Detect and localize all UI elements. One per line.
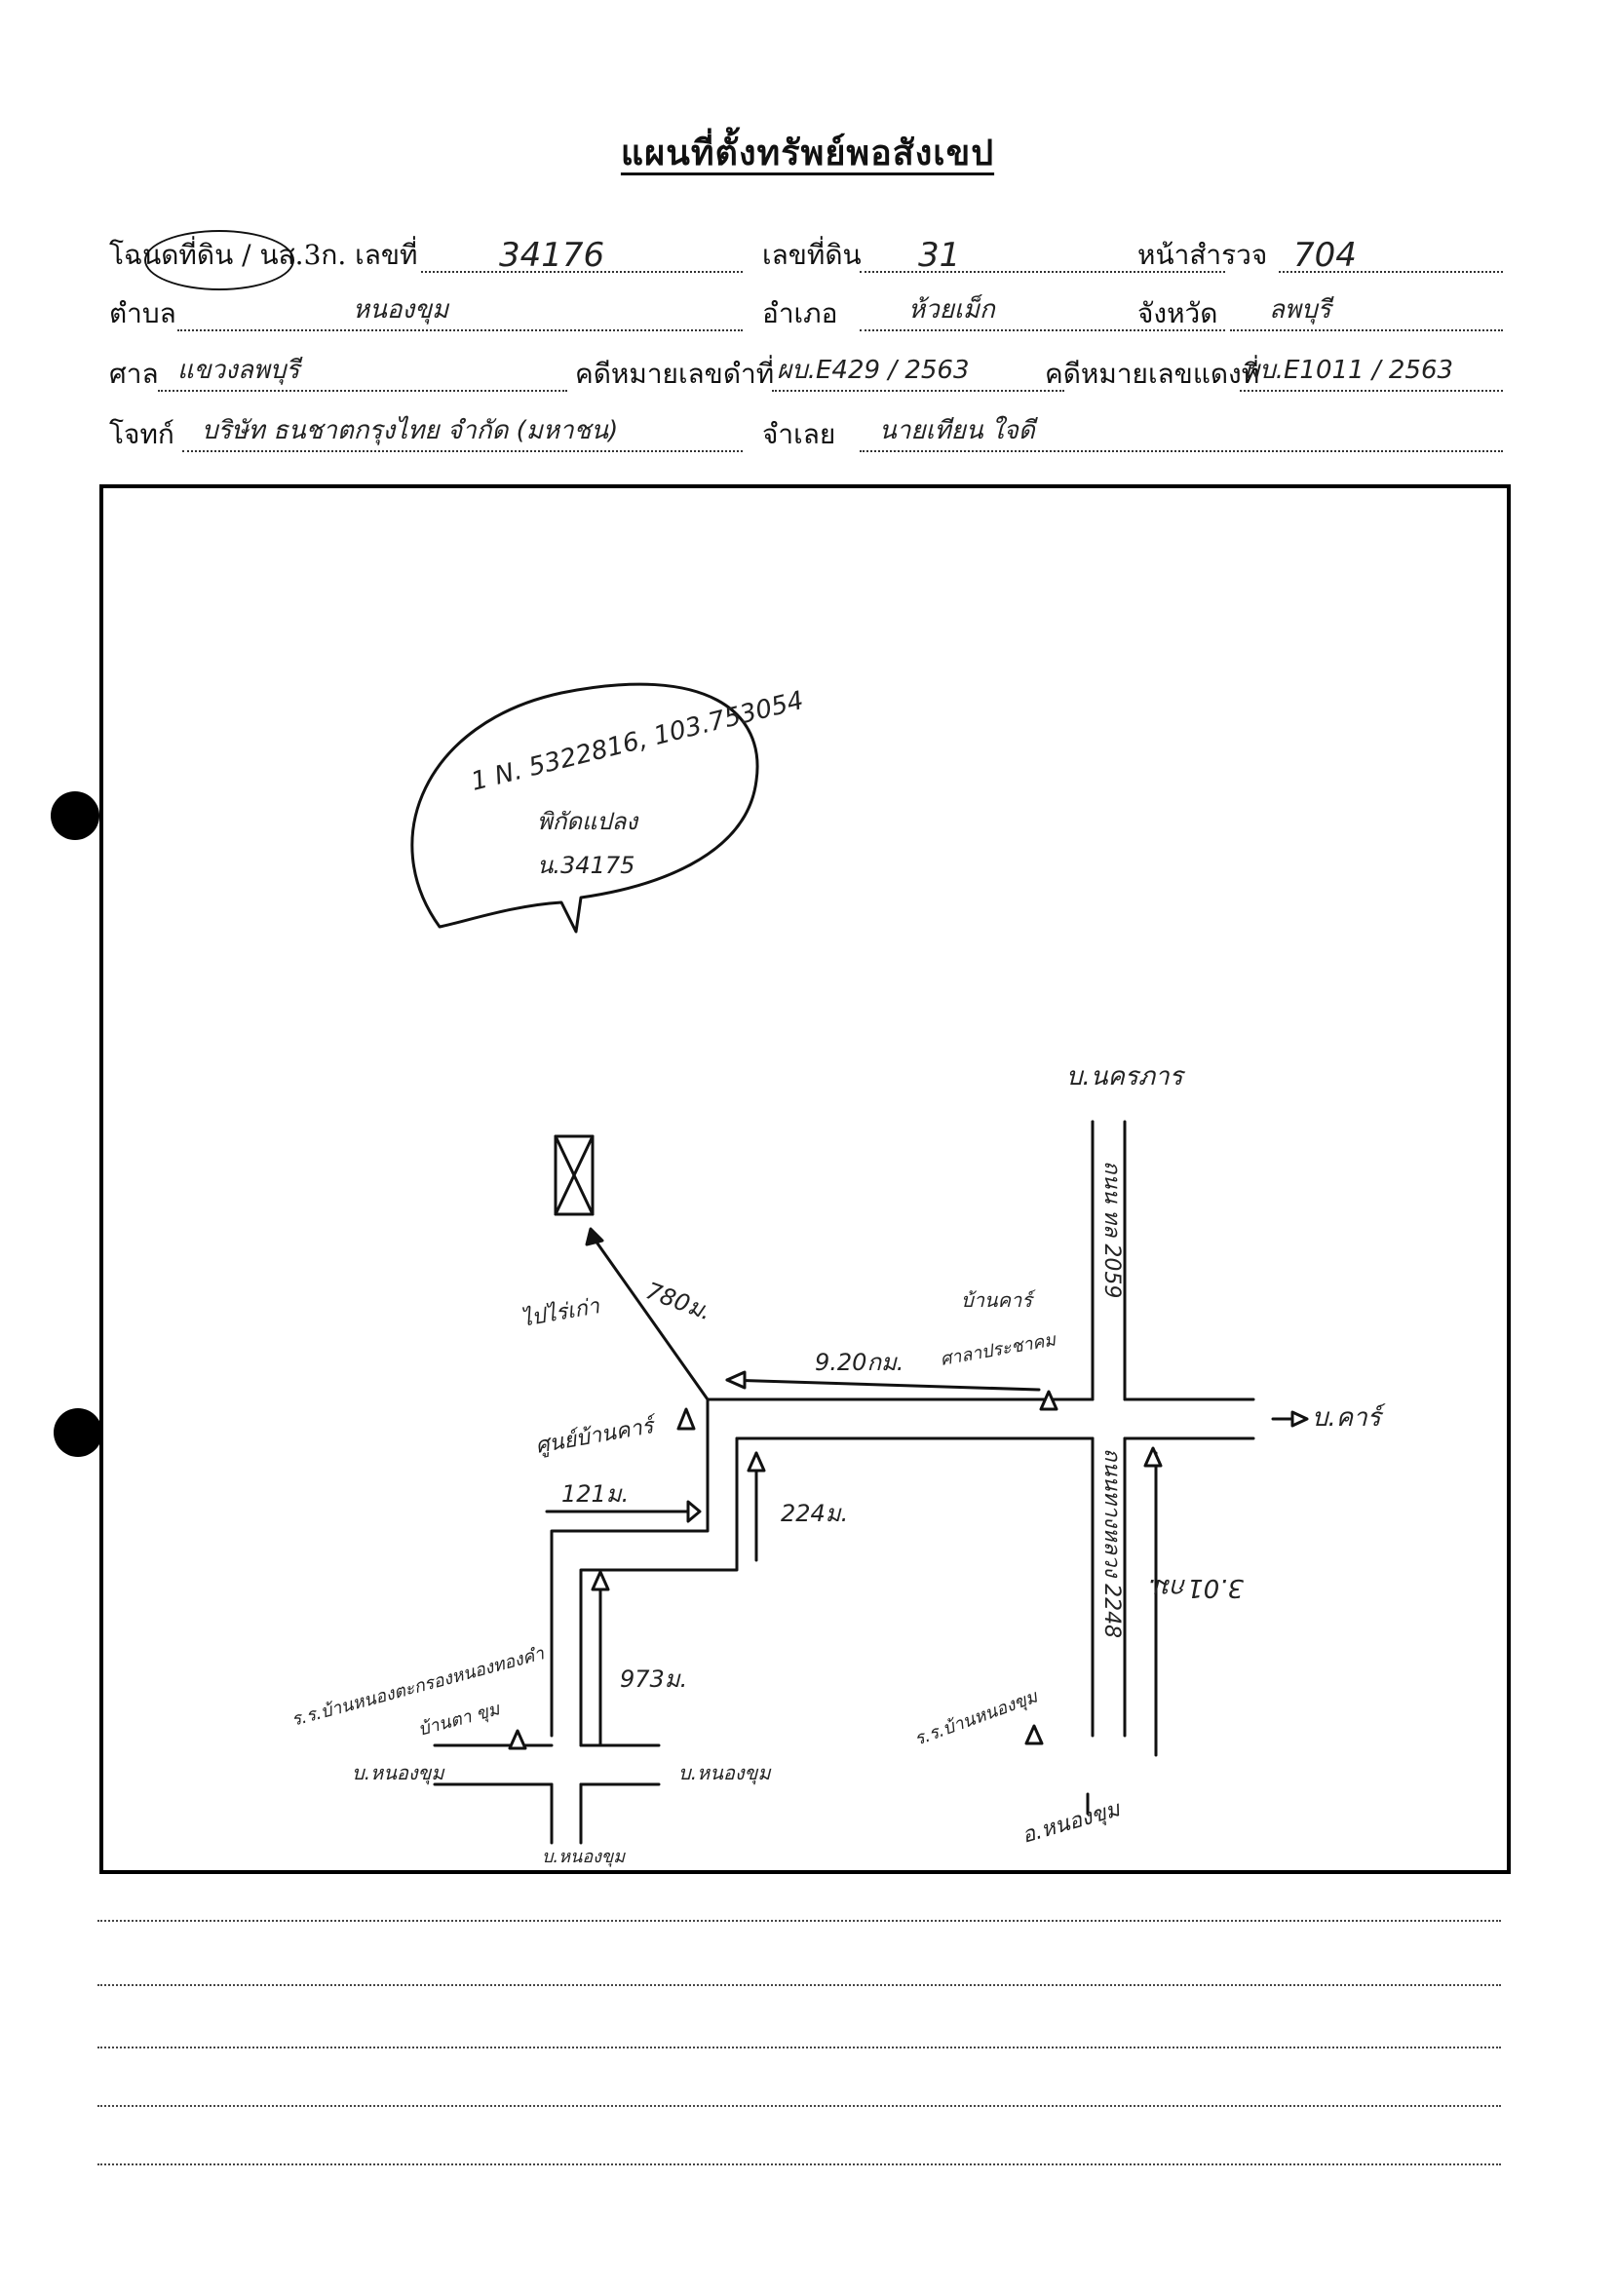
parcel-marker <box>554 1134 595 1216</box>
row-case: ศาล แขวงลพบุรี คดีหมายเลขดำที่ ผบ.E429 /… <box>109 353 1503 402</box>
to-north-label: บ.นครภาร <box>1066 1062 1186 1091</box>
province-value: ลพบุรี <box>1269 295 1331 325</box>
amphoe-value: ห้วยเม็ก <box>908 295 995 325</box>
tambon-label: ตำบล <box>109 297 176 329</box>
note-line-3 <box>97 2047 1501 2048</box>
to-south-right-label: อ.หนองขุม <box>1019 1797 1125 1849</box>
bubble-name: พิกัดแปลง <box>537 808 639 835</box>
court-label: ศาล <box>109 358 159 390</box>
deed-number: 34176 <box>499 236 605 275</box>
diag-label: ไปไร่เก่า <box>519 1293 602 1332</box>
dist-lower-vertical: 973ม. <box>620 1665 687 1693</box>
landmark-upper2: ศาลาประชาคม <box>939 1329 1058 1370</box>
land-number: 31 <box>918 236 961 275</box>
plaintiff-label: โจทก์ <box>109 418 174 450</box>
note-line-2 <box>97 1984 1501 1986</box>
row-parties: โจทก์ บริษัท ธนชาตกรุงไทย จำกัด (มหาชน) … <box>109 413 1503 462</box>
defendant-label: จำเลย <box>762 418 836 450</box>
plaintiff-value: บริษัท ธนชาตกรุงไทย จำกัด (มหาชน) <box>202 416 619 445</box>
dist-upper-road: 9.20กม. <box>815 1349 904 1376</box>
land-no-label: เลขที่ดิน <box>762 239 862 271</box>
bottom-left-label: บ.หนองขุม <box>352 1761 445 1785</box>
punch-hole-top <box>51 791 99 840</box>
bottom-right-label: บ.หนองขุม <box>678 1761 772 1785</box>
punch-hole-bottom <box>54 1408 102 1457</box>
dist-left-horizontal: 121ม. <box>561 1480 629 1508</box>
highway-south-label: ถนนทางหลวง 2248 <box>1099 1448 1124 1638</box>
dist-inner-vertical: 224ม. <box>781 1500 848 1527</box>
dist-right-vertical: 3.01กม. <box>1147 1573 1244 1602</box>
row-deed: โฉนดที่ดิน / นส.3ก. เลขที่ 34176 เลขที่ด… <box>109 230 1503 290</box>
junction-label: ศูนย์บ้านคาร์ <box>534 1412 661 1459</box>
location-map: 1 N. 5322816, 103.753054 พิกัดแปลง น.341… <box>289 682 1386 1867</box>
province-label: จังหวัด <box>1137 297 1218 329</box>
highway-north-label: ถนน ทล 2059 <box>1099 1161 1124 1298</box>
map-frame: 1 N. 5322816, 103.753054 พิกัดแปลง น.341… <box>99 484 1511 1874</box>
bubble-deed: น.34175 <box>537 852 634 879</box>
amphoe-label: อำเภอ <box>762 297 838 329</box>
school-left-label2: บ้านตา ขุม <box>416 1699 503 1741</box>
bottom-down-label: บ.หนองขุม <box>542 1847 626 1867</box>
stepped-road-outer <box>550 1397 710 1738</box>
tambon-value: หนองขุม <box>353 295 449 325</box>
to-east-label: บ.คาร์ <box>1312 1403 1386 1433</box>
survey-page-number: 704 <box>1293 236 1357 275</box>
red-case-label: คดีหมายเลขแดงที่ <box>1045 358 1260 390</box>
survey-page-label: หน้าสำรวจ <box>1137 239 1268 271</box>
callout-bubble <box>410 682 759 934</box>
dist-diag-label: 780ม. <box>642 1277 715 1325</box>
page-title: แผนที่ตั้งทรัพย์พอสังเขป <box>620 133 995 173</box>
note-line-4 <box>97 2105 1501 2107</box>
court-value: แขวงลพบุรี <box>177 356 300 385</box>
school-right-label: ร.ร.บ้านหนองขุม <box>912 1686 1042 1749</box>
path-to-parcel <box>589 1232 710 1401</box>
note-line-1 <box>97 1920 1501 1922</box>
deed-circle-mark <box>144 230 294 290</box>
school-left-label: ร.ร.บ้านหนองตะกรองหนองทองคำ <box>289 1643 547 1731</box>
black-case-value: ผบ.E429 / 2563 <box>777 356 970 385</box>
landmark-upper: บ้านคาร์ <box>961 1288 1036 1312</box>
row-location: ตำบล หนองขุม อำเภอ ห้วยเม็ก จังหวัด ลพบุ… <box>109 292 1503 341</box>
red-case-value: ผบ.E1011 / 2563 <box>1245 356 1454 385</box>
black-case-label: คดีหมายเลขดำที่ <box>575 358 775 390</box>
stepped-road-inner <box>579 1436 739 1747</box>
note-line-5 <box>97 2163 1501 2165</box>
defendant-value: นายเทียน ใจดี <box>879 416 1035 445</box>
